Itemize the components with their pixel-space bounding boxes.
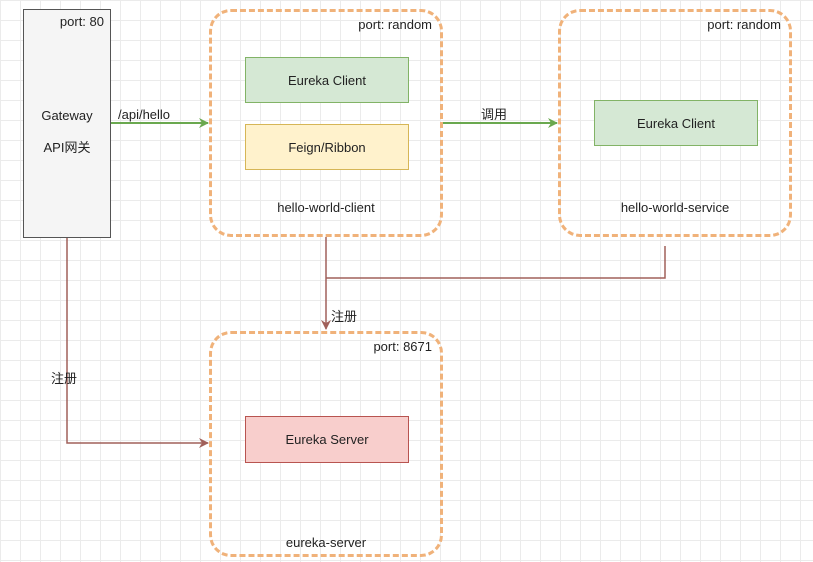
service-eureka-client-box[interactable]: Eureka Client — [594, 100, 758, 146]
gateway-port: port: 80 — [59, 14, 104, 29]
hello-world-client-group[interactable]: port: random hello-world-client — [209, 9, 443, 237]
gateway-title: Gateway API网关 — [24, 100, 110, 164]
eureka-server-port: port: 8671 — [373, 339, 432, 354]
gateway-subtitle: API网关 — [43, 140, 91, 155]
client-port: port: random — [358, 17, 432, 32]
line-service-register — [326, 246, 666, 279]
eureka-server-name: eureka-server — [285, 535, 367, 550]
service-name: hello-world-service — [620, 200, 730, 215]
edge-label-register-left: 注册 — [51, 371, 78, 386]
eureka-server-group[interactable]: port: 8671 eureka-server — [209, 331, 443, 557]
edge-label-invoke: 调用 — [481, 107, 508, 122]
edge-label-register-top: 注册 — [331, 309, 358, 324]
client-eureka-client-box[interactable]: Eureka Client — [245, 57, 409, 103]
hello-world-service-group[interactable]: port: random hello-world-service — [558, 9, 792, 237]
arrow-gateway-register — [66, 238, 209, 448]
eureka-server-box[interactable]: Eureka Server — [245, 416, 409, 463]
edge-label-api-hello: /api/hello — [118, 107, 171, 122]
gateway-node[interactable]: port: 80 Gateway API网关 — [23, 9, 111, 238]
client-feign-ribbon-box[interactable]: Feign/Ribbon — [245, 124, 409, 170]
client-name: hello-world-client — [277, 200, 375, 215]
gateway-name: Gateway — [41, 108, 93, 123]
service-port: port: random — [707, 17, 781, 32]
